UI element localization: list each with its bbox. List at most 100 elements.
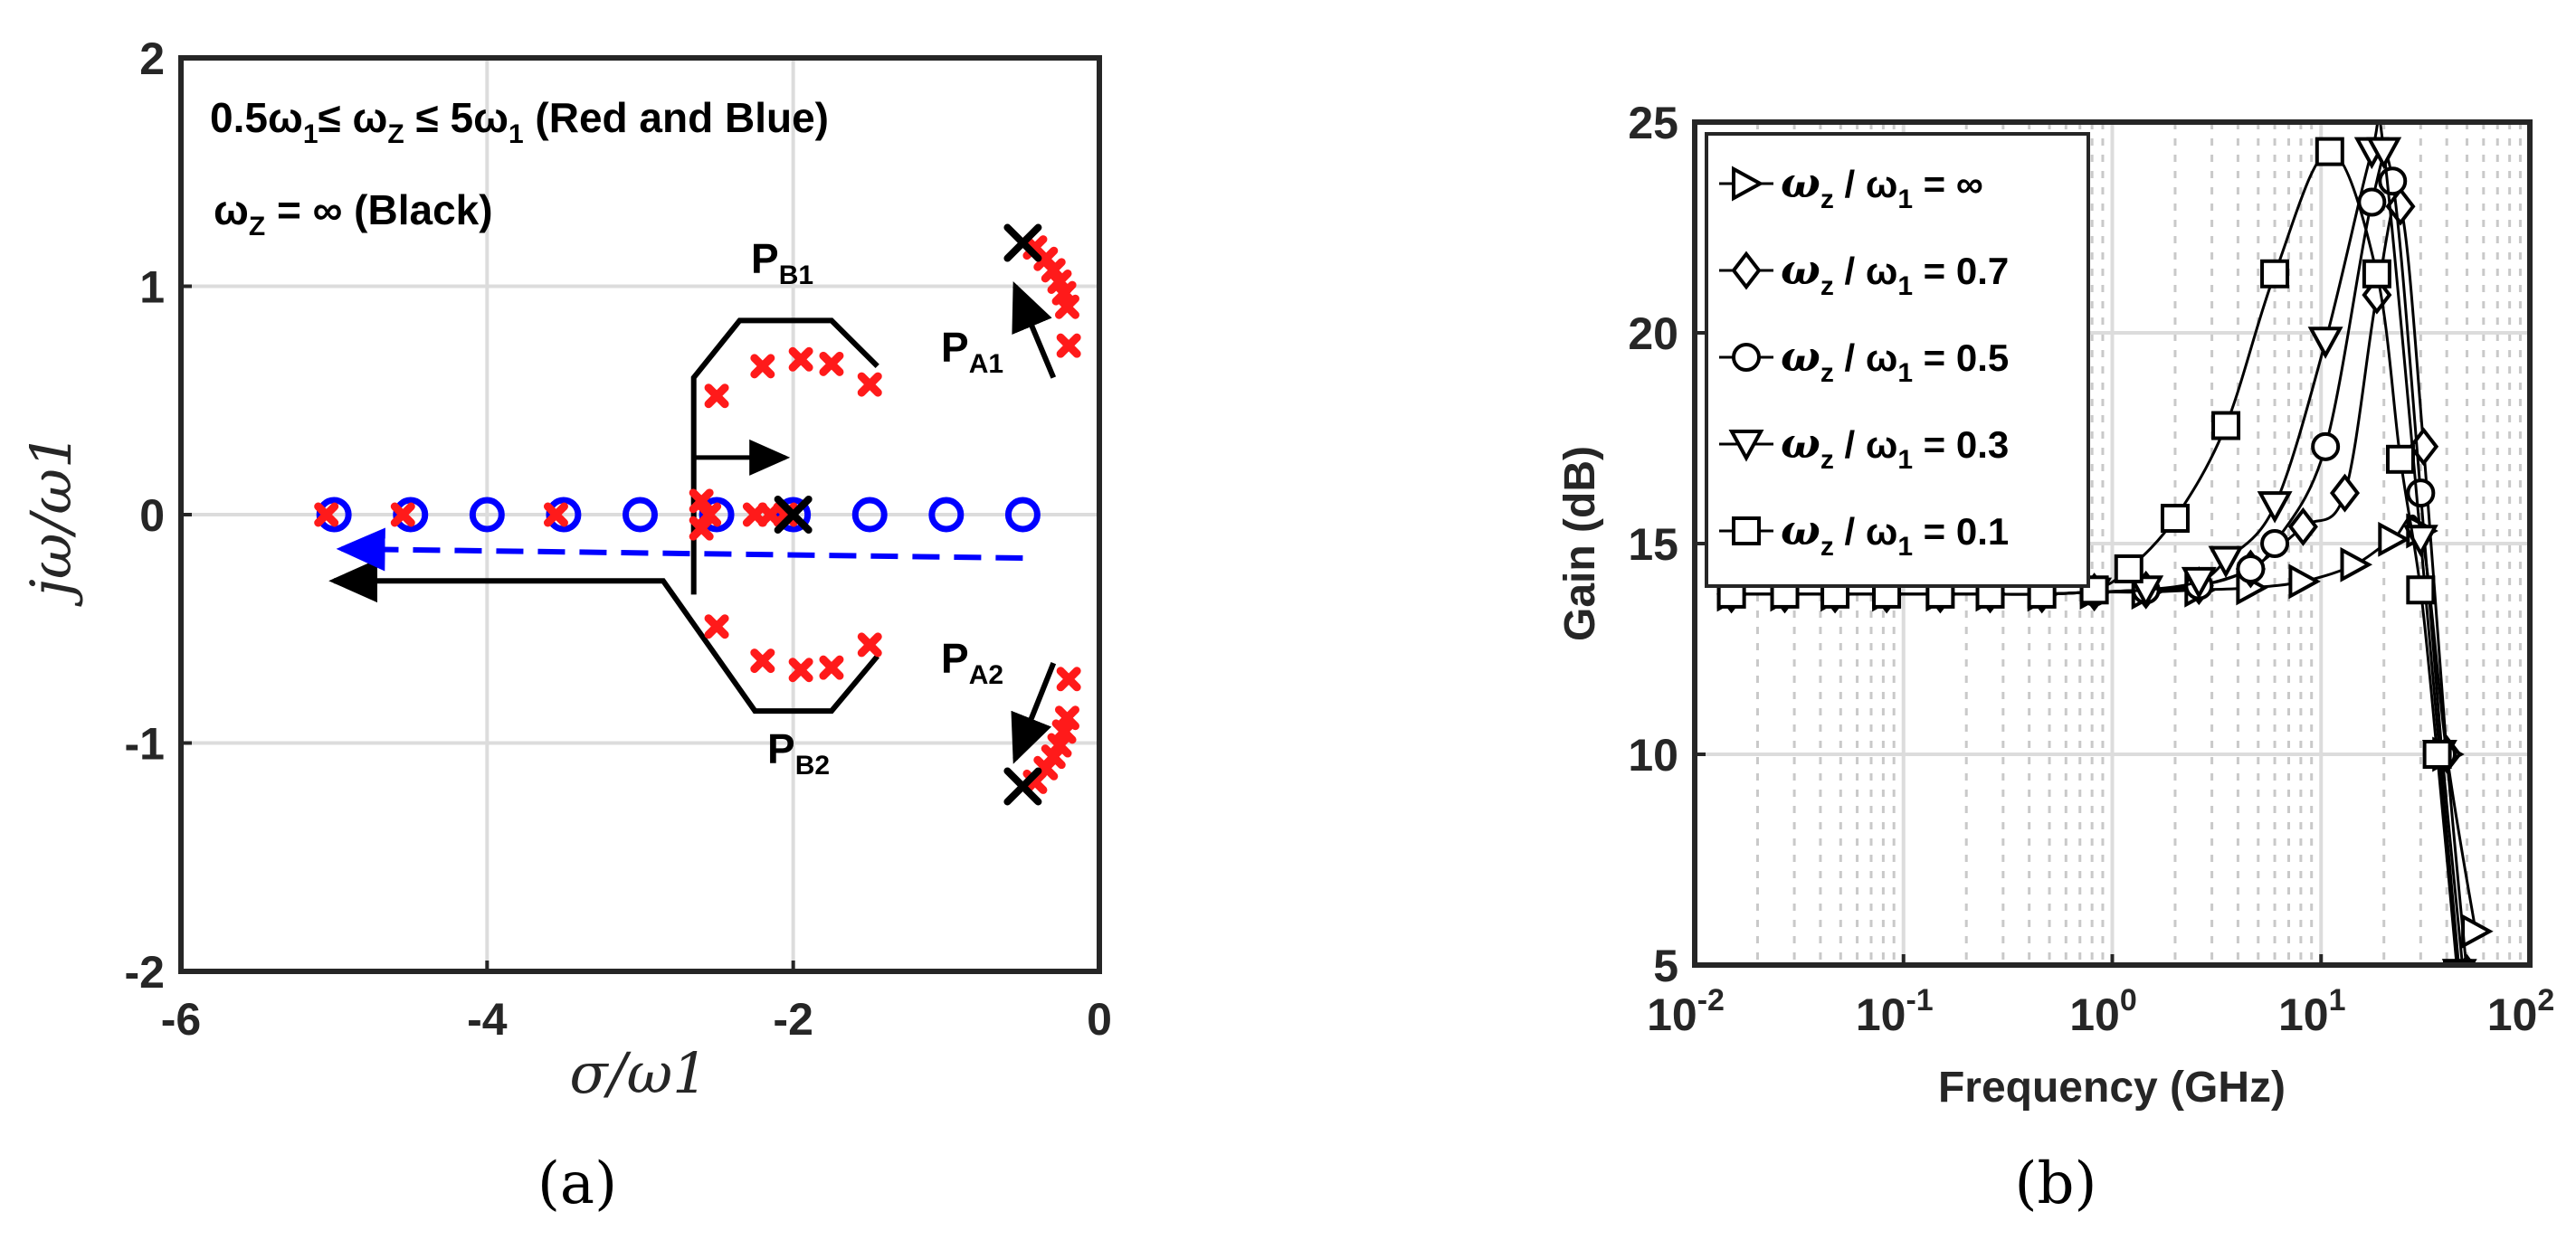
legend-entry: ωz / ω1 = 0.7 [1719, 245, 2009, 301]
panel-a-markers [314, 223, 1081, 806]
data-point [2366, 137, 2402, 170]
legend-marker [1732, 166, 1764, 202]
legend-marker [1728, 430, 1764, 462]
legend-label: ωz / ω1 = 0.5 [1781, 332, 2009, 388]
red-pole-point [857, 372, 882, 397]
y-tick-label: 2 [139, 33, 165, 84]
path-pb2 [328, 559, 880, 715]
annotation-black: ωZ = ∞ (Black) [214, 186, 493, 241]
x-tick-label: 100 [2069, 983, 2137, 1040]
label-pb1: PB1 [751, 235, 813, 290]
data-point [2181, 566, 2217, 600]
panel-b-series [1714, 122, 2494, 965]
label-pa1: PA1 [941, 324, 1003, 379]
black-pole-point [1003, 767, 1042, 806]
legend-entry: ωz / ω1 = ∞ [1719, 158, 1983, 214]
data-point [2406, 478, 2436, 508]
red-pole-point [704, 383, 729, 409]
red-pole-point [697, 502, 722, 527]
data-point [2257, 491, 2293, 524]
legend-label: ωz / ω1 = 0.3 [1781, 419, 2009, 475]
data-point [2307, 327, 2343, 359]
y-tick-label: 1 [139, 262, 165, 313]
red-pole-point [704, 614, 729, 639]
data-point [2288, 563, 2321, 600]
path-pb1 [690, 317, 879, 595]
blue-zero-point [469, 497, 505, 533]
x-tick-label: 10-2 [1647, 983, 1725, 1040]
data-point [2406, 575, 2436, 605]
data-point [2461, 913, 2494, 950]
legend-label: ωz / ω1 = 0.7 [1781, 245, 2009, 301]
red-pole-point [390, 502, 415, 527]
data-point [2329, 473, 2361, 513]
blue-zero-point [928, 497, 965, 533]
legend-entry: ωz / ω1 = 0.3 [1719, 419, 2009, 475]
panel-a-paths [328, 280, 1057, 764]
data-point [2211, 411, 2241, 440]
data-point [2160, 504, 2190, 534]
red-pole-point [689, 516, 714, 541]
arrow-pa2 [1011, 661, 1057, 764]
red-pole-point [314, 502, 339, 527]
data-point [2260, 529, 2290, 558]
legend-marker [1731, 251, 1762, 290]
y-tick-label: 10 [1628, 730, 1678, 781]
red-pole-point [857, 632, 882, 658]
legend-entry: ωz / ω1 = 0.1 [1719, 506, 2009, 562]
y-tick-label: 25 [1628, 98, 1678, 148]
data-point [2357, 187, 2387, 217]
panel-a-ylabel: jω/ω1 [18, 433, 84, 608]
y-tick-label: -1 [125, 719, 165, 770]
data-point [2378, 521, 2410, 557]
red-pole-point [788, 346, 813, 372]
data-point [2208, 545, 2244, 579]
y-tick-label: 20 [1628, 308, 1678, 359]
red-pole-point [1054, 705, 1079, 731]
red-pole-point [1054, 294, 1079, 319]
data-point [2378, 166, 2408, 196]
red-pole-point [788, 658, 813, 683]
legend-label: ωz / ω1 = 0.1 [1781, 506, 2009, 562]
label-pa2: PA2 [941, 635, 1003, 690]
blue-zero-point [775, 497, 812, 533]
data-point [2422, 740, 2452, 769]
legend-label: ωz / ω1 = ∞ [1781, 158, 1983, 214]
red-pole-point [819, 351, 844, 376]
annotation-range: 0.5ω1≤ ωZ ≤ 5ω1 (Red and Blue) [210, 94, 829, 149]
y-tick-label: 0 [139, 490, 165, 541]
data-point [2385, 444, 2415, 474]
red-pole-point [543, 502, 568, 527]
red-pole-point [689, 488, 714, 514]
legend-marker [1732, 343, 1761, 372]
x-tick-label: -4 [467, 994, 508, 1045]
data-point [2311, 431, 2341, 461]
red-pole-point [1056, 667, 1081, 692]
x-tick-label: 0 [1087, 994, 1112, 1045]
red-pole-point [750, 648, 775, 674]
x-tick-label: 10-1 [1856, 983, 1934, 1040]
label-pb2: PB2 [767, 725, 830, 781]
legend-marker [1732, 516, 1761, 545]
red-pole-point [819, 655, 844, 680]
blue-zero-point [699, 497, 735, 533]
blue-zero-point [851, 497, 888, 533]
red-pole-point [750, 354, 775, 379]
x-tick-label: 101 [2278, 983, 2346, 1040]
legend-box [1705, 132, 2090, 588]
y-tick-label: 15 [1628, 519, 1678, 570]
data-point [2128, 575, 2164, 608]
y-tick-label: -2 [125, 947, 165, 998]
data-point [2114, 554, 2143, 583]
x-tick-label: -2 [773, 994, 813, 1045]
panel-b-xlabel: Frequency (GHz) [1938, 1064, 2286, 1112]
blue-zero-point [393, 497, 429, 533]
panel-b-ylabel: Gain (dB) [1556, 446, 1604, 641]
panel-b-legend: ωz / ω1 = ∞ ωz / ω1 = 0.7 ωz / ω1 = 0.5 ωz … [1705, 132, 2090, 588]
x-tick-label: 102 [2487, 983, 2555, 1040]
data-point [2260, 259, 2290, 289]
